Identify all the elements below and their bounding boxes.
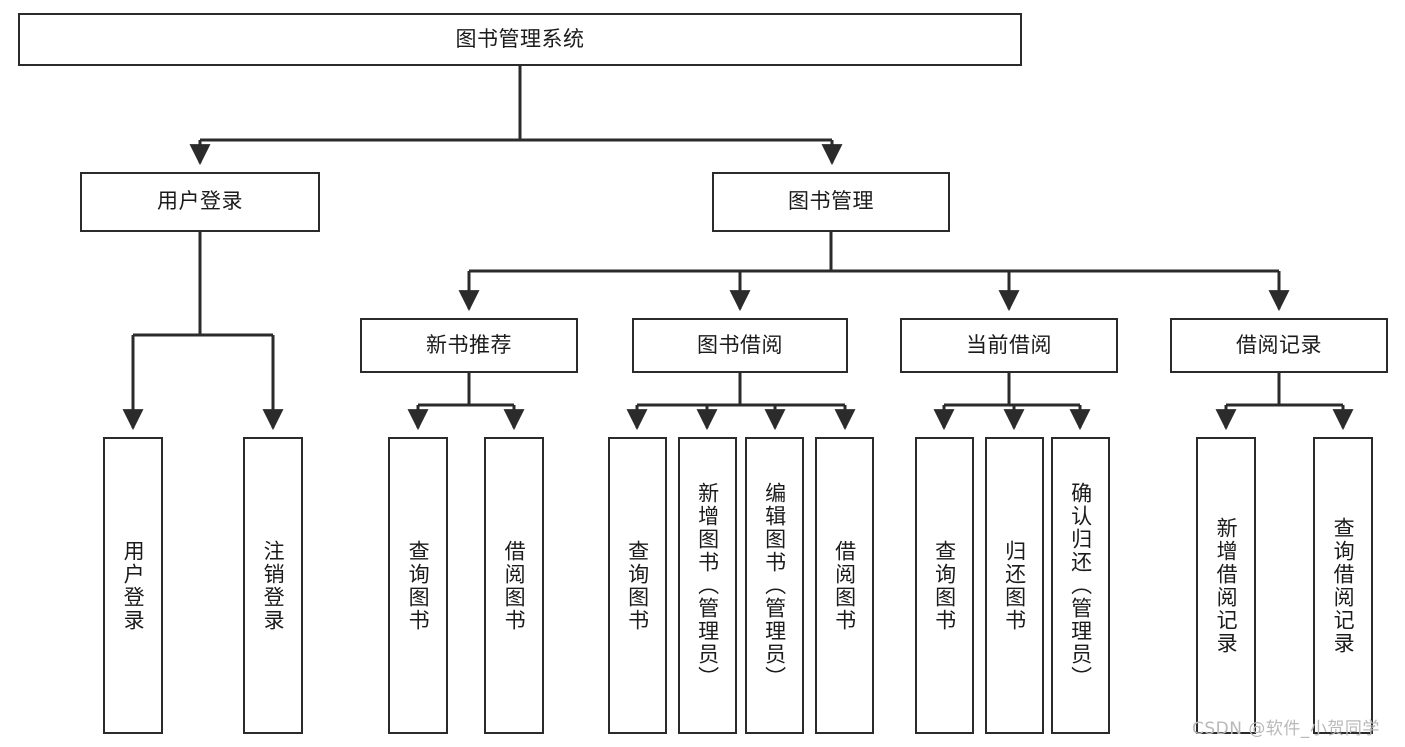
leaf-query-record-label: 查询借阅记录 xyxy=(1331,516,1356,655)
leaf-return-book[interactable]: 归还图书 xyxy=(985,437,1044,734)
leaf-query-record[interactable]: 查询借阅记录 xyxy=(1313,437,1373,734)
node-book-manage-label: 图书管理 xyxy=(788,189,874,214)
leaf-logout-label: 注销登录 xyxy=(261,539,286,632)
leaf-query-book-3[interactable]: 查询图书 xyxy=(915,437,974,734)
leaf-return-book-label: 归还图书 xyxy=(1002,539,1027,632)
leaf-query-book-1-label: 查询图书 xyxy=(406,539,431,632)
node-borrow-record[interactable]: 借阅记录 xyxy=(1170,318,1388,373)
leaf-borrow-book-1-label: 借阅图书 xyxy=(502,539,527,632)
node-borrow-record-label: 借阅记录 xyxy=(1236,332,1322,357)
leaf-borrow-book-1[interactable]: 借阅图书 xyxy=(484,437,544,734)
node-user-login[interactable]: 用户登录 xyxy=(80,172,320,232)
leaf-edit-book-label: 编辑图书（管理员） xyxy=(762,482,787,689)
leaf-query-book-2[interactable]: 查询图书 xyxy=(608,437,667,734)
node-current-borrow-label: 当前借阅 xyxy=(966,332,1052,357)
watermark: CSDN @软件_小贺同学 xyxy=(1192,719,1380,739)
leaf-borrow-book-2-label: 借阅图书 xyxy=(832,539,857,632)
leaf-user-login-label: 用户登录 xyxy=(121,539,146,632)
leaf-query-book-3-label: 查询图书 xyxy=(932,539,957,632)
node-current-borrow[interactable]: 当前借阅 xyxy=(900,318,1118,373)
leaf-logout[interactable]: 注销登录 xyxy=(243,437,303,734)
node-book-borrow-label: 图书借阅 xyxy=(697,332,783,357)
leaf-query-book-1[interactable]: 查询图书 xyxy=(388,437,448,734)
node-root[interactable]: 图书管理系统 xyxy=(18,13,1022,66)
node-new-book-recommend[interactable]: 新书推荐 xyxy=(360,318,578,373)
leaf-confirm-return[interactable]: 确认归还（管理员） xyxy=(1051,437,1110,734)
node-new-book-recommend-label: 新书推荐 xyxy=(426,332,512,357)
node-book-borrow[interactable]: 图书借阅 xyxy=(632,318,848,373)
leaf-edit-book[interactable]: 编辑图书（管理员） xyxy=(745,437,804,734)
leaf-borrow-book-2[interactable]: 借阅图书 xyxy=(815,437,874,734)
leaf-add-record-label: 新增借阅记录 xyxy=(1214,516,1239,655)
leaf-add-record[interactable]: 新增借阅记录 xyxy=(1196,437,1256,734)
node-user-login-label: 用户登录 xyxy=(157,189,243,214)
leaf-query-book-2-label: 查询图书 xyxy=(625,539,650,632)
leaf-user-login[interactable]: 用户登录 xyxy=(103,437,163,734)
node-root-label: 图书管理系统 xyxy=(455,26,585,51)
leaf-confirm-return-label: 确认归还（管理员） xyxy=(1068,482,1093,689)
leaf-add-book[interactable]: 新增图书（管理员） xyxy=(678,437,737,734)
leaf-add-book-label: 新增图书（管理员） xyxy=(695,482,720,689)
node-book-manage[interactable]: 图书管理 xyxy=(712,172,950,232)
